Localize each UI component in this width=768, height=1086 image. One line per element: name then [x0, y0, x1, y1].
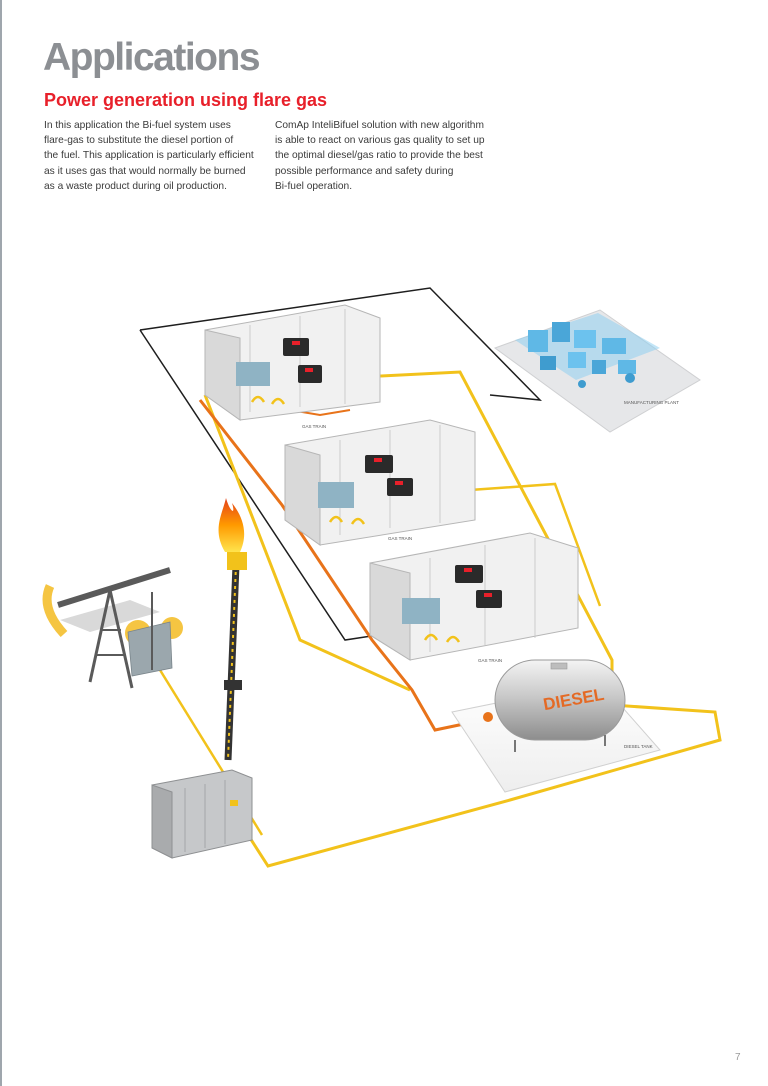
gas-train-label: GAS TRAIN — [388, 536, 412, 541]
diesel-tank-label: DIESEL TANK — [624, 744, 653, 749]
section-subtitle: Power generation using flare gas — [44, 90, 328, 110]
description-left-line: as it uses gas that would normally be bu… — [44, 165, 246, 177]
description-right: ComAp InteliBifuel solution with new alg… — [275, 118, 515, 194]
page-edge — [0, 0, 2, 1086]
manufacturing-plant: MANUFACTURING PLANT — [493, 309, 701, 433]
description-right-line: Bi-fuel operation. — [275, 180, 353, 192]
gas-pipe — [203, 394, 411, 692]
description-left-line: the fuel. This application is particular… — [44, 150, 254, 162]
generator-container-1: GAS TRAIN — [204, 304, 381, 429]
description-right-line: is able to react on various gas quality … — [275, 135, 485, 147]
pump-jack — [42, 567, 183, 689]
description-left: In this application the Bi-fuel system u… — [44, 118, 284, 194]
fuel-pipe — [198, 399, 484, 732]
description-left-line: as a waste product during oil production… — [44, 180, 227, 192]
description-left-line: flare-gas to substitute the diesel porti… — [44, 135, 234, 147]
flame-icon — [218, 498, 245, 552]
gas-train-label: GAS TRAIN — [302, 424, 326, 429]
manufacturing-label: MANUFACTURING PLANT — [624, 400, 679, 405]
flare-gas-diagram: MANUFACTURING PLANT GAS TRAIN GAS TRAIN — [42, 287, 722, 868]
gas-pipe — [230, 370, 722, 868]
description-right-line: possible performance and safety during — [275, 165, 454, 177]
description-left-line: In this application the Bi-fuel system u… — [44, 120, 231, 131]
flare-stack — [218, 498, 247, 761]
description-right-line: the optimal diesel/gas ratio to provide … — [275, 150, 483, 162]
control-signal-line — [139, 287, 542, 401]
page-title: Applications — [43, 36, 261, 79]
generator-container-2: GAS TRAIN — [284, 419, 476, 546]
generator-container-3: GAS TRAIN — [369, 532, 579, 663]
description-right-line: ComAp InteliBifuel solution with new alg… — [275, 120, 484, 131]
diesel-tank: DIESEL DIESEL TANK — [451, 659, 661, 793]
gas-pipe — [469, 482, 602, 607]
page-number: 7 — [735, 1052, 741, 1063]
gas-container — [151, 769, 253, 859]
gas-train-label: GAS TRAIN — [478, 658, 502, 663]
